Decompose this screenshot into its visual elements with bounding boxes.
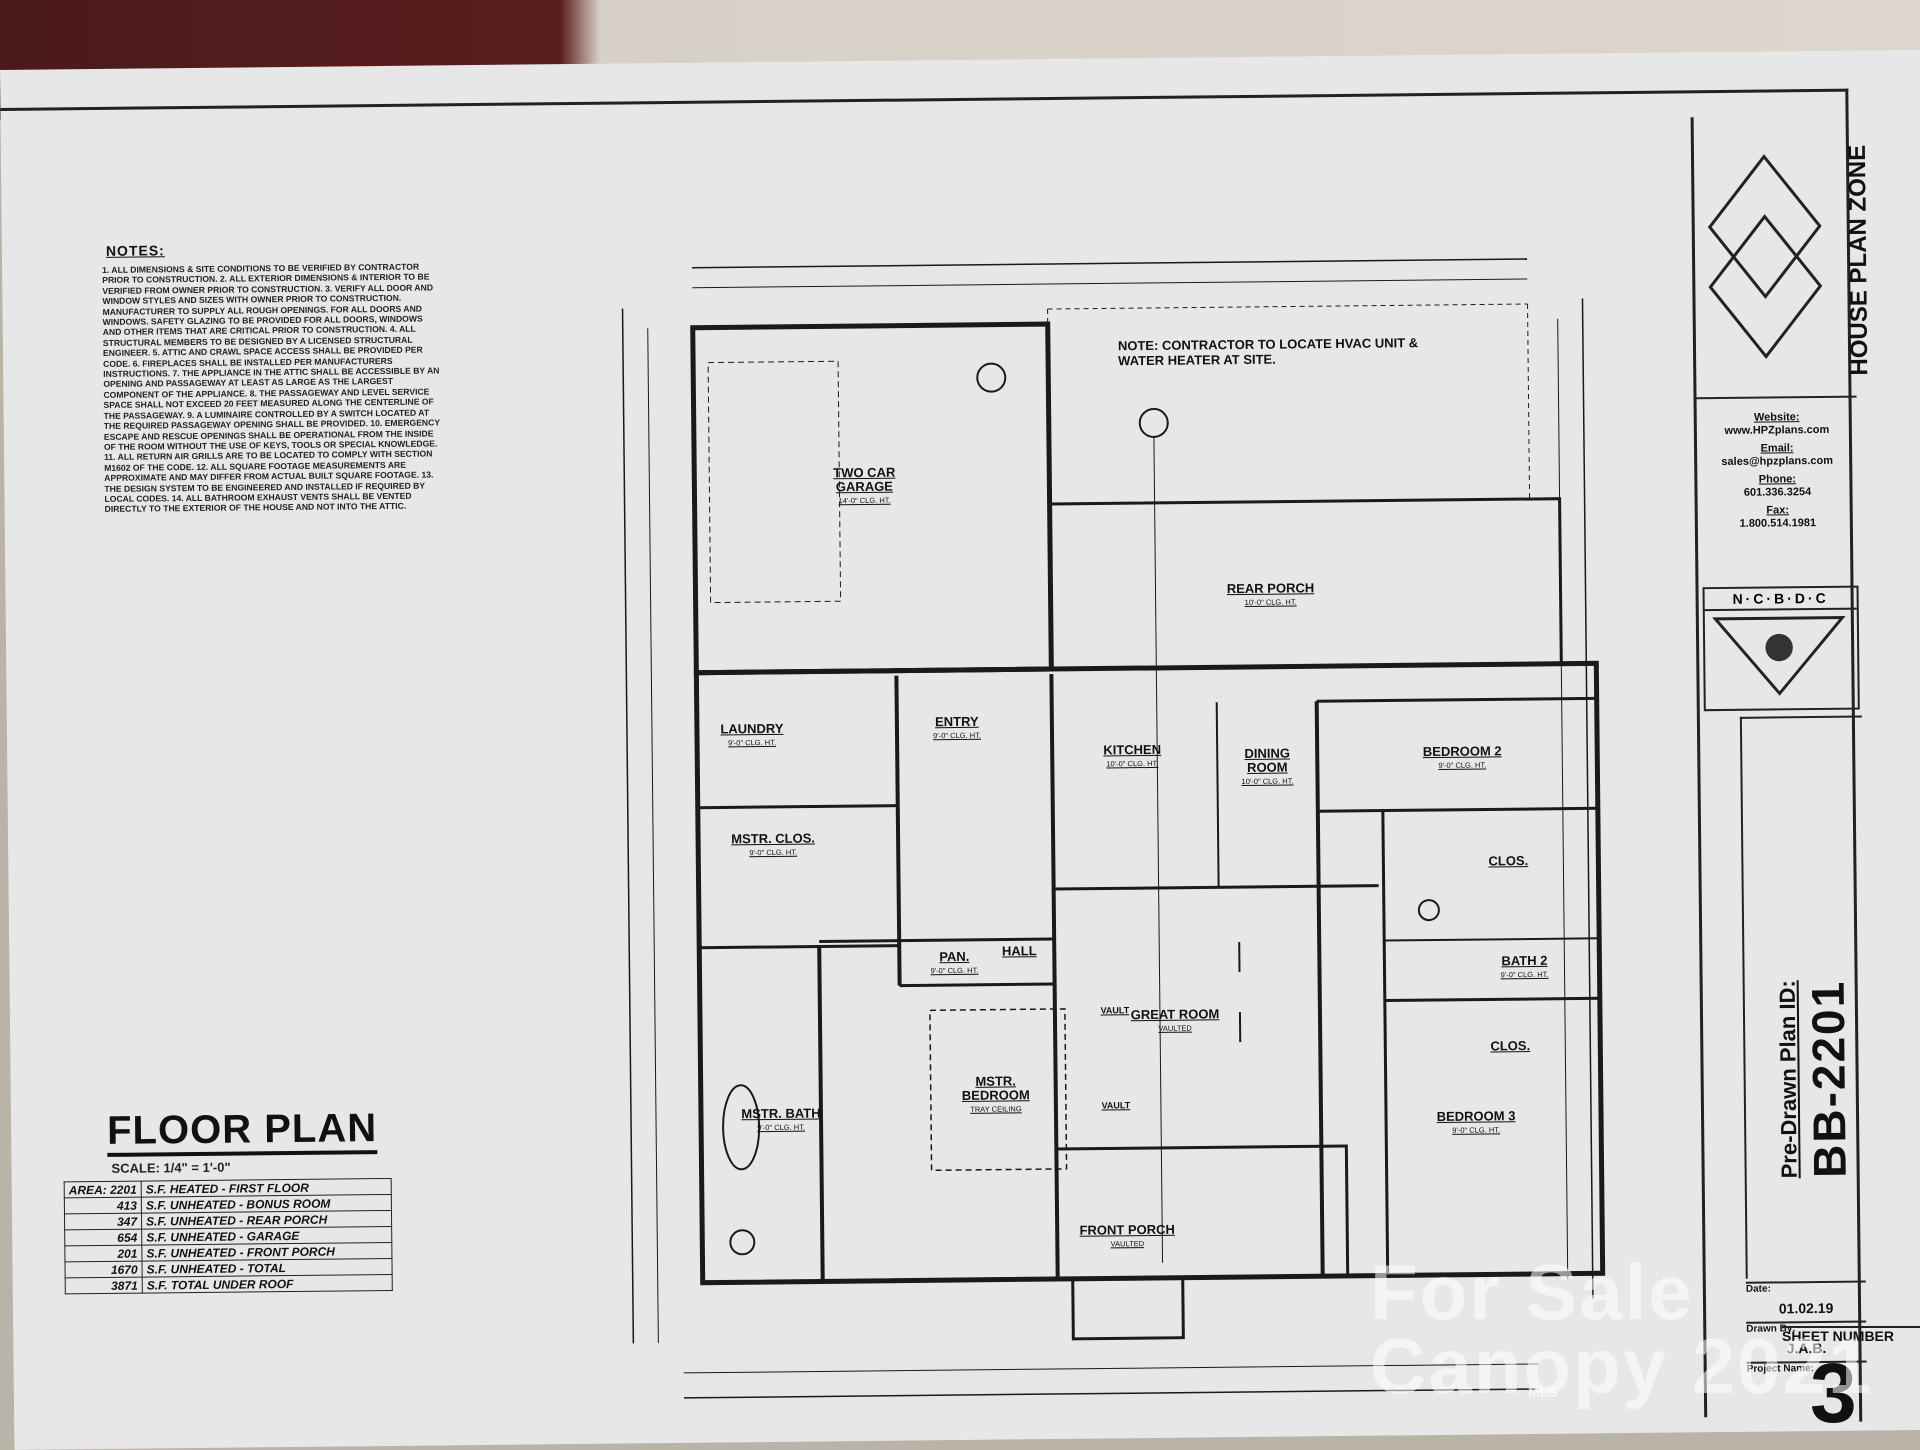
plan-note: NOTE: CONTRACTOR TO LOCATE HVAC UNIT & W… [1118, 335, 1458, 369]
area-number: 654 [65, 1229, 142, 1246]
house-plan-zone-logo: HOUSE PLAN ZONE [1694, 116, 1857, 400]
title-block: HOUSE PLAN ZONE Website: www.HPZplans.co… [1691, 116, 1868, 1418]
plan-id: BB-2201 [1801, 980, 1857, 1179]
plan-id-rotated: Pre-Drawn Plan ID: BB-2201 [1775, 980, 1857, 1179]
room-mstr-clos: MSTR. CLOS.9'-0" CLG. HT. [728, 831, 818, 860]
phone: 601.336.3254 [1744, 486, 1811, 499]
table-row: 3871 S.F. TOTAL UNDER ROOF [65, 1274, 392, 1293]
phone-label: Phone: [1701, 473, 1853, 488]
watermark-line-1: For Sale [1370, 1255, 1873, 1329]
contact-info: Website: www.HPZplans.com Email: sales@h… [1701, 406, 1854, 532]
area-table: AREA: 2201 S.F. HEATED - FIRST FLOOR 413… [64, 1178, 393, 1294]
area-number: 201 [65, 1245, 142, 1262]
website: www.HPZplans.com [1724, 424, 1829, 437]
ncbdc-triangle-icon [1705, 610, 1854, 700]
area-description: S.F. TOTAL UNDER ROOF [142, 1274, 392, 1293]
watermark: For Sale Canopy 2021 [1370, 1255, 1873, 1403]
fax-label: Fax: [1702, 504, 1854, 519]
room-clos: CLOS. [1478, 854, 1538, 869]
logo-diamond-icon [1694, 116, 1857, 398]
vault-label: VAULT [1095, 1003, 1135, 1017]
room-pan: PAN.9'-0" CLG. HT. [914, 950, 994, 979]
room-clos-2: CLOS. [1480, 1039, 1540, 1054]
blueprint-sheet: NOTES: 1. ALL DIMENSIONS & SITE CONDITIO… [0, 50, 1920, 1450]
email: sales@hpzplans.com [1721, 455, 1833, 468]
floor-plan-title: FLOOR PLAN [107, 1106, 377, 1157]
brand-name: HOUSE PLAN ZONE [1844, 145, 1874, 376]
area-number: 347 [64, 1213, 141, 1230]
room-hall: HALL [999, 944, 1039, 958]
watermark-line-2: Canopy 2021 [1370, 1329, 1873, 1403]
notes-title: NOTES: [106, 242, 165, 259]
pre-drawn-label: Pre-Drawn Plan ID: [1775, 980, 1803, 1178]
vault-label: VAULT [1096, 1098, 1136, 1112]
area-number: 3871 [65, 1277, 142, 1294]
watermark-mls: MLS [1528, 1384, 1558, 1400]
area-number: 1670 [65, 1261, 142, 1278]
fax: 1.800.514.1981 [1740, 517, 1817, 530]
website-label: Website: [1701, 411, 1853, 426]
plan-id-panel: Pre-Drawn Plan ID: BB-2201 [1740, 716, 1868, 1279]
ncbdc-label: N·C·B·D·C [1705, 588, 1857, 612]
ncbdc-badge: N·C·B·D·C [1703, 586, 1860, 712]
area-number: 413 [64, 1197, 141, 1214]
notes-body: 1. ALL DIMENSIONS & SITE CONDITIONS TO B… [102, 261, 450, 1025]
area-number: AREA: 2201 [64, 1181, 141, 1198]
floor-plan-scale: SCALE: 1/4" = 1'-0" [111, 1160, 230, 1176]
